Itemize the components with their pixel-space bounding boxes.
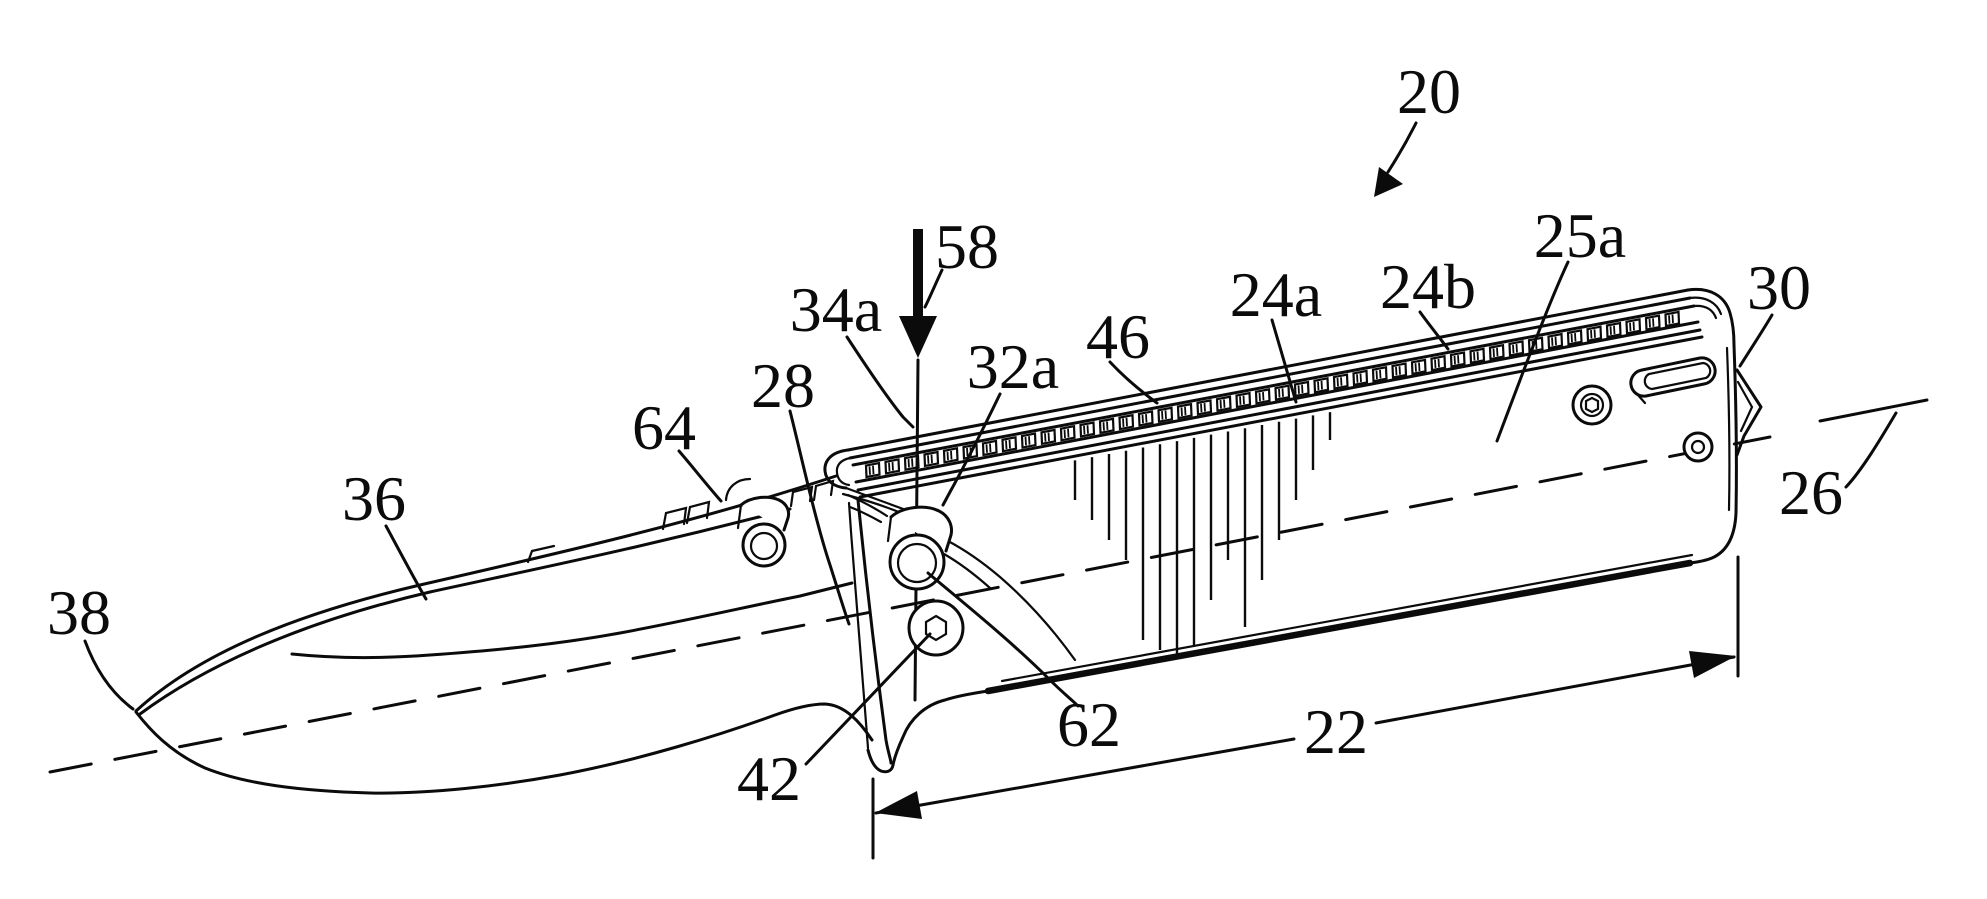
spine-bump xyxy=(685,500,711,525)
blade-spine xyxy=(134,474,838,713)
leader-38 xyxy=(83,639,135,711)
dimension-line-left xyxy=(874,737,1296,815)
blade-outline xyxy=(134,474,874,795)
rear-handle-screw xyxy=(1571,384,1613,426)
ref-label-28: 28 xyxy=(751,350,815,421)
back-edge-inner xyxy=(1725,346,1731,512)
back-top-corner xyxy=(1686,287,1736,347)
ref-label-38: 38 xyxy=(47,577,111,648)
rear-pin-screw xyxy=(1682,431,1714,463)
ref-label-24b: 24b xyxy=(1380,251,1476,322)
leader-46 xyxy=(1108,360,1159,405)
reference-labels: 20 58 34a 32a 28 64 46 24a 24b 25a 30 26… xyxy=(47,56,1843,814)
back-top-corner-inner xyxy=(1688,296,1723,316)
finger-recess xyxy=(891,689,990,767)
ref-label-24a: 24a xyxy=(1230,259,1322,330)
back-edge xyxy=(1732,343,1738,515)
lanyard-slot xyxy=(1629,356,1717,405)
spine-step xyxy=(526,544,556,564)
ref-label-30: 30 xyxy=(1747,252,1811,323)
spine-jimping-band xyxy=(864,310,1681,479)
leader-26 xyxy=(1844,411,1898,489)
glass-breaker-point-inner xyxy=(1736,380,1754,433)
leader-24b xyxy=(1418,310,1450,351)
leader-25a xyxy=(1495,260,1570,443)
rail-nose xyxy=(823,448,850,490)
bottom-back-corner xyxy=(1688,511,1738,565)
dimension-22 xyxy=(871,555,1740,860)
handle-outline xyxy=(823,287,1763,774)
ref-label-20: 20 xyxy=(1397,56,1461,127)
dimension-arrowhead-left xyxy=(875,791,922,819)
dimension-line-right xyxy=(1374,655,1736,725)
handle-shading-hatch xyxy=(1073,412,1332,655)
thumb-stud xyxy=(886,505,953,591)
spine-bump xyxy=(812,479,835,502)
ref-label-34a: 34a xyxy=(790,274,882,345)
leader-20 xyxy=(1386,121,1418,174)
rail-line-2 xyxy=(848,296,1692,460)
handle-bottom-edge-inner xyxy=(1000,553,1694,683)
ref-label-36: 36 xyxy=(342,463,406,534)
rail-line-5 xyxy=(856,328,1702,492)
leader-28 xyxy=(788,409,851,626)
leader-58 xyxy=(923,268,944,309)
ref-label-64: 64 xyxy=(632,392,696,463)
rail-line-6 xyxy=(858,335,1704,499)
blade-swedge-line xyxy=(138,507,792,716)
axis-solid-end xyxy=(1818,398,1929,423)
handle-bottom-edge xyxy=(984,559,1694,695)
rail-line-3 xyxy=(851,304,1696,467)
leader-42 xyxy=(804,632,932,766)
force-arrow-58 xyxy=(899,229,937,358)
back-top-corner-inner xyxy=(1692,304,1718,320)
scale-front-edge xyxy=(846,493,1077,662)
leader-64 xyxy=(677,449,723,503)
leader-32a xyxy=(941,392,1002,507)
dimension-arrowhead-right xyxy=(1689,651,1736,678)
leader-36 xyxy=(384,524,428,601)
leader-34a xyxy=(845,335,915,429)
leader-30 xyxy=(1738,313,1774,368)
centerline-axis xyxy=(48,398,1929,774)
ref-label-42: 42 xyxy=(737,743,801,814)
leader-62 xyxy=(926,571,1080,708)
ref-label-46: 46 xyxy=(1086,301,1150,372)
scale-front-edge-inner xyxy=(848,505,992,590)
blade-cutting-edge xyxy=(134,702,874,795)
handle-front-edge-inner xyxy=(847,501,870,750)
rail-line-4 xyxy=(854,320,1700,484)
ref-label-25a: 25a xyxy=(1534,200,1626,271)
leader-20-arrowhead xyxy=(1374,167,1403,197)
rail-nose-inner xyxy=(835,456,852,487)
ref-label-58: 58 xyxy=(935,211,999,282)
leader-24a xyxy=(1270,318,1298,404)
ref-label-32a: 32a xyxy=(967,331,1059,402)
rail-line-1 xyxy=(846,288,1690,452)
rear-thumb-stud xyxy=(724,477,791,568)
ref-label-26: 26 xyxy=(1779,457,1843,528)
ref-label-22: 22 xyxy=(1304,696,1368,767)
spine-bump xyxy=(661,506,688,531)
leader-lines xyxy=(83,121,1898,766)
mouth-slot xyxy=(844,486,908,512)
handle-front-edge xyxy=(856,498,893,765)
blade-grind-line xyxy=(290,581,854,659)
ref-label-62: 62 xyxy=(1057,689,1121,760)
glass-breaker-point xyxy=(1735,368,1763,457)
front-tip-cap xyxy=(866,748,895,774)
